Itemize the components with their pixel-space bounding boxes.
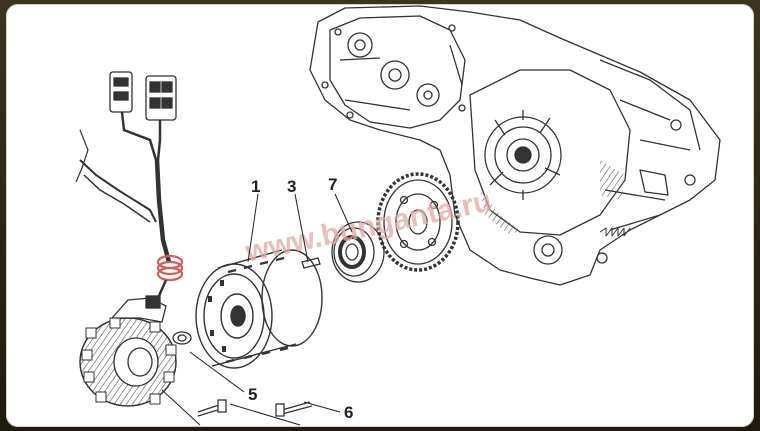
part-7-clutch-bearing [331, 221, 385, 283]
callout-7: 7 [328, 175, 337, 194]
stator-bolt [197, 399, 227, 417]
exploded-parts-diagram: www.bunganta.ru 1 3 7 5 6 [75, 5, 721, 426]
callout-3: 3 [287, 177, 296, 196]
part-1-flywheel-rotor [195, 248, 323, 369]
callout-6: 6 [344, 403, 353, 422]
part-3-key [301, 257, 321, 269]
part-6-bolt [275, 401, 313, 417]
starter-gear [376, 172, 460, 272]
callout-leaders [161, 193, 353, 426]
engine-crankcase [309, 5, 721, 286]
diagram-panel: www.bunganta.ru 1 3 7 5 6 [6, 4, 754, 427]
callout-1: 1 [251, 177, 260, 196]
part-5-stator [79, 295, 192, 407]
watermark-text: www.bunganta.ru [242, 184, 495, 269]
wiring-harness [75, 71, 184, 306]
callout-5: 5 [248, 385, 257, 404]
